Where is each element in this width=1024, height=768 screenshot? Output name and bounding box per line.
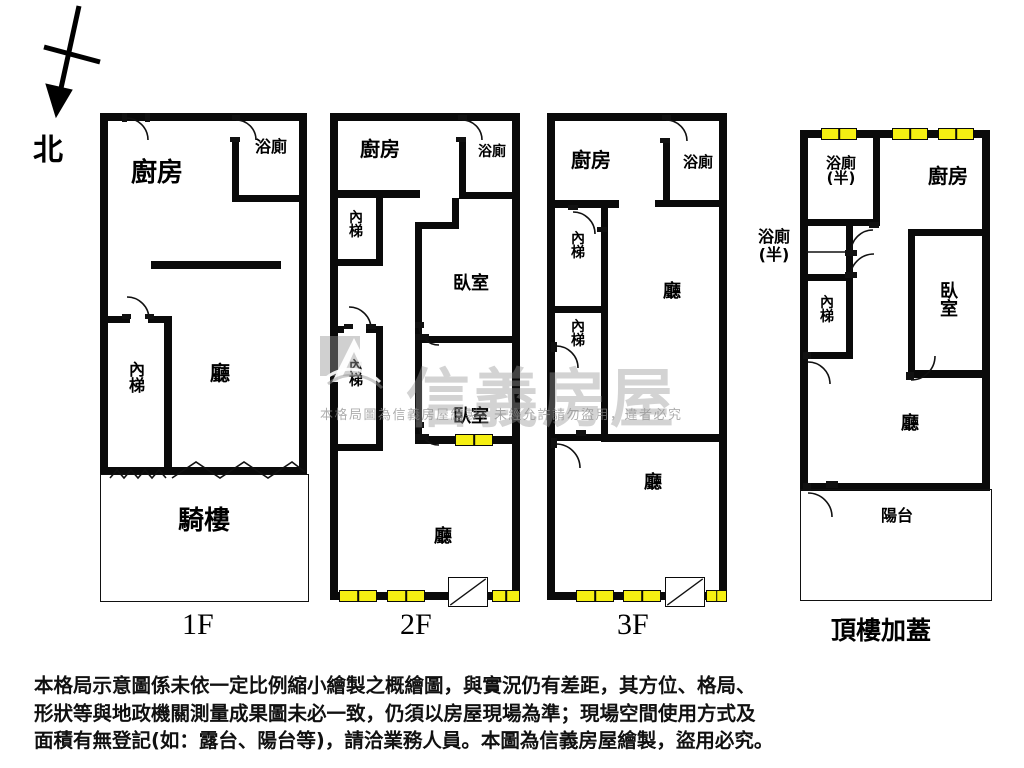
wall-2f-bed1-top	[415, 222, 459, 229]
wall-3f-stair2-right	[601, 313, 608, 441]
wall-rf-left	[800, 130, 808, 490]
wall-3f-right	[719, 113, 727, 600]
disclaimer-line-3: 面積有無登記(如：露台、陽台等)，請洽業務人員。本圖為信義房屋繪製，盜用必究。	[34, 729, 774, 753]
room-label-2f-kitchen: 廚房	[360, 137, 400, 161]
wall-3f-bath-left	[663, 139, 670, 207]
wall-rf-stair-bottom	[800, 352, 853, 359]
window-3f-front-3	[706, 590, 727, 602]
room-label-rf-bedroom: 臥室	[940, 281, 958, 321]
disclaimer-line-2: 形狀等與地政機關測量成果圖未必一致，仍須以房屋現場為準；現場空間使用方式及	[34, 701, 756, 725]
room-label-1f-living: 廳	[210, 361, 230, 385]
wall-2f-stair2-right	[376, 326, 383, 451]
window-3f-front-1	[576, 590, 614, 602]
wall-3f-stair1-bottom	[547, 306, 608, 313]
window-rf-top-2	[892, 128, 928, 140]
disclaimer-line-1: 本格局示意圖係未依一定比例縮小繪製之概繪圖，與實況仍有差距，其方位、格局、	[34, 674, 756, 697]
room-label-3f-kitchen: 廚房	[571, 148, 611, 172]
wall-2f-stair2-bottom	[330, 444, 383, 451]
window-rf-top-1	[821, 128, 857, 140]
wall-3f-bath-bottom	[655, 200, 727, 207]
wall-rf-halfbath-right	[873, 138, 880, 226]
wall-1f-right	[299, 113, 307, 475]
room-label-2f-inner-stair-lower: 內 梯	[349, 359, 363, 390]
wall-2f-top	[330, 113, 520, 121]
wall-2f-kitchen-bottom	[330, 190, 420, 198]
room-label-2f-bedroom-1: 臥室	[453, 273, 489, 294]
wall-3f-kitchen-bottom	[547, 200, 619, 208]
wall-1f-bath-bottom	[232, 195, 307, 202]
wall-rf-bedroom-left	[908, 229, 915, 377]
room-label-2f-inner-stair-upper: 內 梯	[349, 210, 363, 241]
wall-1f-stair-right	[164, 316, 172, 471]
wall-3f-stair2-bottom	[547, 434, 608, 441]
room-label-3f-living-upper: 廳	[663, 281, 681, 302]
room-label-rf-kitchen: 廚房	[928, 164, 968, 188]
north-label: 北	[33, 133, 63, 168]
room-label-1f-kitchen: 廚房	[130, 158, 183, 188]
sliding-door-2f-front[interactable]	[448, 577, 488, 607]
wall-2f-stair2-top2	[366, 326, 383, 333]
room-label-2f-bedroom-2: 臥室	[453, 406, 489, 427]
wall-2f-bed1-left	[415, 222, 422, 342]
wall-2f-left	[330, 113, 338, 600]
room-label-2f-living: 廳	[434, 526, 452, 547]
floor-caption-3f: 3F	[617, 608, 649, 641]
room-label-rf-balcony: 陽台	[880, 506, 913, 525]
wall-2f-bed-divider	[415, 336, 512, 343]
room-label-rf-half-bath-top: 浴廁 (半)	[825, 154, 856, 188]
wall-2f-bed1-topv	[452, 198, 459, 228]
floor-caption-2f: 2F	[400, 608, 432, 641]
area-1f-arcade	[100, 474, 309, 602]
room-label-1f-bathroom: 浴廁	[254, 137, 287, 156]
wall-2f-stair1-bottom	[330, 259, 383, 266]
room-label-3f-inner-stair-lower: 內 梯	[571, 319, 585, 350]
floor-caption-1f: 1F	[182, 608, 214, 641]
wall-3f-living-divider	[601, 434, 727, 442]
room-label-rf-inner-stair: 內 梯	[820, 295, 834, 326]
sliding-door-3f-front[interactable]	[665, 577, 705, 607]
room-label-3f-living-lower: 廳	[644, 472, 662, 493]
room-label-1f-inner-stair: 內 梯	[128, 360, 145, 396]
wall-2f-bed2-left	[415, 336, 422, 442]
floor-caption-rf: 頂樓加蓋	[831, 616, 932, 645]
counter-1f-kitchen	[151, 261, 281, 269]
window-2f-front-3	[492, 590, 520, 602]
wall-rf-halfbath2-right	[846, 226, 853, 281]
wall-3f-left	[547, 113, 555, 600]
wall-rf-bedroom-top	[908, 229, 982, 236]
wall-2f-right	[512, 113, 520, 600]
wall-2f-bath-bottom	[459, 192, 520, 199]
wall-3f-top	[547, 113, 727, 121]
room-label-2f-bathroom: 浴廁	[478, 144, 506, 160]
wall-rf-stair-right	[846, 281, 853, 359]
area-rf-balcony	[800, 489, 992, 601]
wall-rf-right	[982, 130, 990, 490]
wall-rf-halfbath-bottom	[800, 219, 880, 226]
window-3f-front-2	[623, 590, 661, 602]
room-label-rf-half-bath-callout: 浴廁 (半)	[757, 227, 790, 264]
window-2f-front-2	[387, 590, 425, 602]
room-label-3f-bathroom: 浴廁	[682, 153, 713, 171]
window-2f-front-1	[339, 590, 377, 602]
wall-rf-bedroom-bottom	[908, 370, 982, 378]
wall-2f-bottom	[330, 592, 520, 600]
wall-1f-top	[100, 113, 307, 121]
wall-1f-left	[100, 113, 108, 475]
wall-1f-bath-left	[232, 137, 239, 202]
room-label-3f-inner-stair-upper: 內 梯	[571, 231, 585, 262]
window-2f-bedroom	[455, 434, 493, 446]
wall-1f-stair-top2	[148, 316, 172, 323]
wall-3f-stair1-right	[601, 208, 608, 313]
room-label-rf-living: 廳	[901, 413, 919, 434]
wall-2f-stair2-top	[330, 326, 344, 333]
wall-rf-halfbath2-bottom	[800, 274, 853, 281]
room-label-1f-arcade: 騎樓	[177, 506, 230, 536]
wall-2f-bath-left	[459, 139, 466, 199]
disclaimer: 本格局示意圖係未依一定比例縮小繪製之概繪圖，與實況仍有差距，其方位、格局、 形狀…	[34, 672, 994, 755]
wall-1f-stair-top	[108, 316, 130, 323]
wall-rf-living-bottom	[800, 483, 990, 491]
wall-2f-stair1-right	[376, 198, 383, 266]
window-rf-top-3	[938, 128, 974, 140]
